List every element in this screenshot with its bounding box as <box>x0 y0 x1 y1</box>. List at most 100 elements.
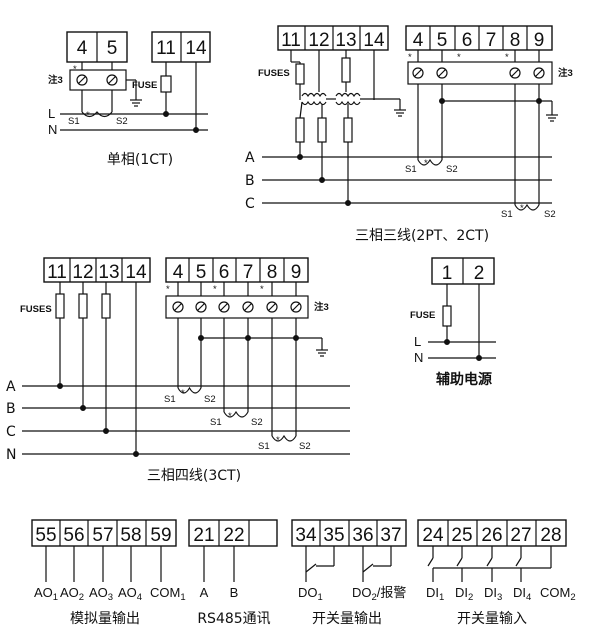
svg-text:DI1: DI1 <box>426 585 444 603</box>
star-mark: * <box>520 203 524 214</box>
terminal-label: 5 <box>437 30 448 51</box>
star-mark: * <box>228 411 232 422</box>
io-label-sub: 2 <box>468 592 473 603</box>
terminal-label: 59 <box>150 525 171 546</box>
io-label: B <box>230 585 239 600</box>
terminal-label: 5 <box>196 262 207 283</box>
s2-label: S2 <box>116 116 128 127</box>
io-label-sub: 3 <box>497 592 502 603</box>
s2-label: S2 <box>446 164 458 175</box>
line-label: B <box>6 401 16 417</box>
io-label: DI <box>513 585 526 600</box>
terminal-label: 11 <box>47 262 67 283</box>
terminal-label: 5 <box>107 38 118 59</box>
terminal-label: 14 <box>363 30 385 51</box>
svg-text:AO4: AO4 <box>118 585 142 603</box>
star-mark: * <box>408 52 412 63</box>
terminal-label: 56 <box>63 525 84 546</box>
terminal-label: 14 <box>185 38 207 59</box>
terminal-label: 7 <box>243 262 254 283</box>
line-label: L <box>48 106 55 121</box>
terminal-label: 4 <box>173 262 184 283</box>
terminal-label: 6 <box>462 30 473 51</box>
svg-text:DO2/报警: DO2/报警 <box>352 585 406 603</box>
s1-label: S1 <box>258 441 270 452</box>
line-label: L <box>414 334 421 349</box>
terminal-label: 36 <box>352 525 373 546</box>
caption: 开关量输出 <box>312 611 382 627</box>
terminal-label: 4 <box>413 30 424 51</box>
star-mark: * <box>276 435 280 446</box>
terminal-label: 9 <box>534 30 545 51</box>
star-mark: * <box>457 52 461 63</box>
three-phase-three-wire-diagram: 11 12 13 14 4 5 6 7 8 9 * * * 注3 FUSES <box>245 25 573 244</box>
io-label-sub: 2 <box>79 592 84 603</box>
io-label-sub: 4 <box>526 592 531 603</box>
s2-label: S2 <box>251 417 263 428</box>
line-label: N <box>6 447 16 463</box>
terminal-label: 22 <box>223 525 244 546</box>
s2-label: S2 <box>204 394 216 405</box>
terminal-label: 2 <box>474 263 485 284</box>
fuse-label: FUSE <box>410 310 435 321</box>
line-label: B <box>245 173 255 189</box>
svg-text:AO2: AO2 <box>60 585 84 603</box>
note-label: 注3 <box>558 67 573 79</box>
svg-text:DI3: DI3 <box>484 585 502 603</box>
star-mark: * <box>86 110 90 121</box>
s1-label: S1 <box>210 417 222 428</box>
line-label: N <box>48 122 57 137</box>
io-label-sub: 1 <box>439 592 444 603</box>
digital-output-block: 34 35 36 37 DO1 DO2/报警 开关量输出 <box>291 519 407 627</box>
caption: 模拟量输出 <box>70 611 140 627</box>
terminal-label: 6 <box>219 262 230 283</box>
fuses-label: FUSES <box>258 68 290 79</box>
caption: RS485通讯 <box>197 611 270 627</box>
line-label: A <box>245 150 255 166</box>
terminal-label: 12 <box>72 262 93 283</box>
terminal-label: 27 <box>510 525 531 546</box>
io-label-sub: 1 <box>53 592 58 603</box>
caption: 开关量输入 <box>457 611 527 627</box>
io-label: DO <box>352 585 372 600</box>
terminal-label: 58 <box>120 525 141 546</box>
terminal-label: 14 <box>125 262 147 283</box>
svg-text:COM1: COM1 <box>150 585 186 603</box>
terminal-label: 8 <box>267 262 278 283</box>
svg-text:DI4: DI4 <box>513 585 531 603</box>
svg-text:AO3: AO3 <box>89 585 113 603</box>
terminal-label: 55 <box>35 525 56 546</box>
star-mark: * <box>424 158 428 169</box>
terminal-label: 57 <box>92 525 113 546</box>
s1-label: S1 <box>164 394 176 405</box>
terminal-label: 11 <box>156 38 176 59</box>
io-label-sub: 2 <box>570 592 575 603</box>
svg-text:AO1: AO1 <box>34 585 58 603</box>
io-label: AO <box>34 585 53 600</box>
rs485-block: 21 22 A B RS485通讯 <box>188 519 278 627</box>
terminal-label: 4 <box>77 38 88 59</box>
terminal-label: 7 <box>486 30 497 51</box>
terminal-label: 1 <box>442 263 453 284</box>
terminal-label: 35 <box>323 525 344 546</box>
terminal-label: 21 <box>193 525 214 546</box>
io-label-sub: 1 <box>180 592 185 603</box>
star-mark: * <box>260 284 264 295</box>
io-label: AO <box>89 585 108 600</box>
terminal-label: 34 <box>295 525 317 546</box>
three-phase-four-wire-diagram: 11 12 13 14 4 5 6 7 8 9 * * * 注3 FUSES <box>6 257 350 484</box>
io-label-sub: 4 <box>137 592 142 603</box>
star-mark: * <box>181 388 185 399</box>
svg-text:DO1: DO1 <box>298 585 323 603</box>
line-label: A <box>6 379 16 395</box>
caption: 辅助电源 <box>436 371 492 388</box>
s2-label: S2 <box>544 209 556 220</box>
io-label: DO <box>298 585 318 600</box>
io-label: DI <box>426 585 439 600</box>
svg-text:COM2: COM2 <box>540 585 576 603</box>
terminal-label: 24 <box>422 525 444 546</box>
aux-power-diagram: 1 2 FUSE L N 辅助电源 <box>410 257 496 388</box>
io-label: AO <box>118 585 137 600</box>
single-phase-diagram: 4 5 11 14 * 注3 FUSE L N S1 * S2 单相(1CT) <box>48 31 211 168</box>
